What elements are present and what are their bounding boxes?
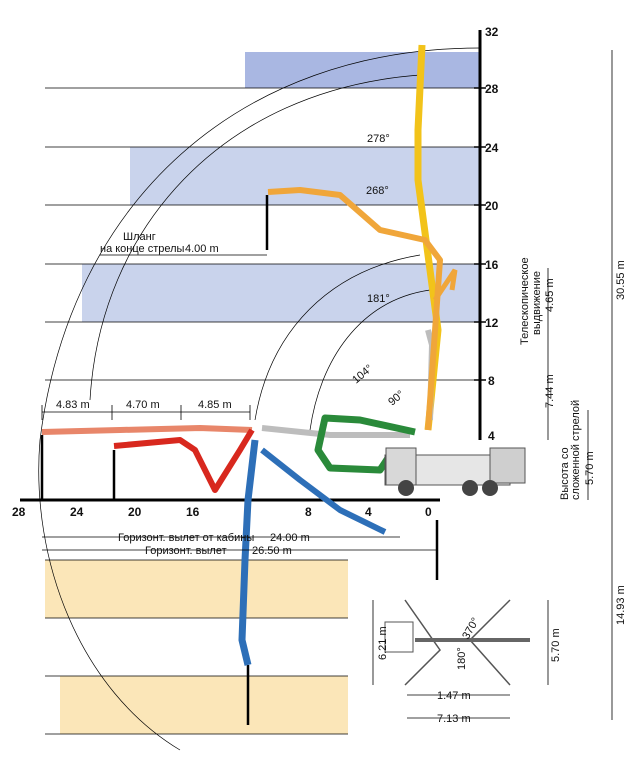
telescopic-line1: Телескопическое bbox=[519, 257, 531, 345]
angle-104: 104° bbox=[350, 362, 375, 386]
outrigger-plan: 6.21 m 5.70 m 370° 180° 1.47 m 7.13 m bbox=[372, 599, 562, 725]
total-reach-label: Горизонт. вылет bbox=[145, 545, 227, 557]
folded-value: 5.70 m bbox=[584, 451, 596, 485]
y-tick-24: 24 bbox=[485, 141, 499, 155]
folded-line1: Высота со bbox=[559, 447, 571, 500]
boom-grey bbox=[261, 425, 410, 438]
reach-arcs bbox=[38, 47, 481, 751]
x-tick-24: 24 bbox=[70, 505, 84, 519]
x-tick-16: 16 bbox=[186, 505, 200, 519]
rotation-angle: 370° bbox=[460, 616, 482, 642]
hose-label-value: 4.00 m bbox=[185, 243, 219, 255]
x-tick-8: 8 bbox=[305, 505, 312, 519]
height-axis: 32 28 24 20 16 12 8 4 bbox=[474, 25, 499, 443]
section-1: 4.83 m bbox=[56, 399, 90, 411]
rear-width: 5.70 m bbox=[550, 628, 562, 662]
cab-reach-value: 24.00 m bbox=[270, 532, 310, 544]
angle-278: 278° bbox=[367, 133, 390, 145]
front-width: 6.21 m bbox=[377, 626, 389, 660]
total-reach-value: 26.50 m bbox=[252, 545, 292, 557]
truck bbox=[384, 447, 526, 496]
angle-268: 268° bbox=[366, 185, 389, 197]
folded-line2: сложенной стрелой bbox=[570, 400, 582, 500]
boom-orange bbox=[267, 187, 458, 431]
depth-bands bbox=[45, 560, 348, 734]
section-dims: 4.83 m 4.70 m 4.85 m bbox=[41, 399, 251, 420]
offset-value: 1.47 m bbox=[437, 690, 471, 702]
y-tick-4: 4 bbox=[488, 429, 495, 443]
boom-red bbox=[113, 428, 255, 493]
y-tick-12: 12 bbox=[485, 316, 499, 330]
total-height-value: 30.55 m bbox=[615, 260, 627, 300]
reach-axis: 28 24 20 16 8 4 0 bbox=[12, 498, 440, 519]
rotation-angle-2: 180° bbox=[456, 647, 468, 670]
vertical-dims: Телескопическое выдвижение 4.65 m 7.44 m… bbox=[519, 50, 627, 720]
y-tick-8: 8 bbox=[488, 374, 495, 388]
angle-181: 181° bbox=[367, 293, 390, 305]
x-tick-0: 0 bbox=[425, 505, 432, 519]
telescopic-value: 4.65 m bbox=[544, 278, 556, 312]
y-tick-20: 20 bbox=[485, 199, 499, 213]
boom-blue bbox=[238, 439, 387, 666]
hose-label-line1: Шланг bbox=[123, 231, 156, 243]
x-tick-20: 20 bbox=[128, 505, 142, 519]
boom-green bbox=[314, 414, 416, 474]
boom-salmon bbox=[41, 425, 253, 435]
angle-90: 90° bbox=[386, 388, 406, 408]
y-tick-32: 32 bbox=[485, 25, 499, 39]
hose-label-line2: на конце стрелы bbox=[100, 243, 185, 255]
x-tick-28: 28 bbox=[12, 505, 26, 519]
depth-value: 14.93 m bbox=[615, 585, 627, 625]
telescopic-line2: выдвижение bbox=[531, 271, 543, 335]
mid-height-value: 7.44 m bbox=[544, 374, 556, 408]
x-tick-4: 4 bbox=[365, 505, 372, 519]
hose-note: Шланг на конце стрелы 4.00 m bbox=[100, 231, 267, 256]
cab-reach-label: Горизонт. вылет от кабины bbox=[118, 532, 254, 544]
y-tick-28: 28 bbox=[485, 82, 499, 96]
section-2: 4.70 m bbox=[126, 399, 160, 411]
length-value: 7.13 m bbox=[437, 713, 471, 725]
section-3: 4.85 m bbox=[198, 399, 232, 411]
y-tick-16: 16 bbox=[485, 258, 499, 272]
reach-dims: Горизонт. вылет от кабины 24.00 m Горизо… bbox=[42, 532, 437, 557]
